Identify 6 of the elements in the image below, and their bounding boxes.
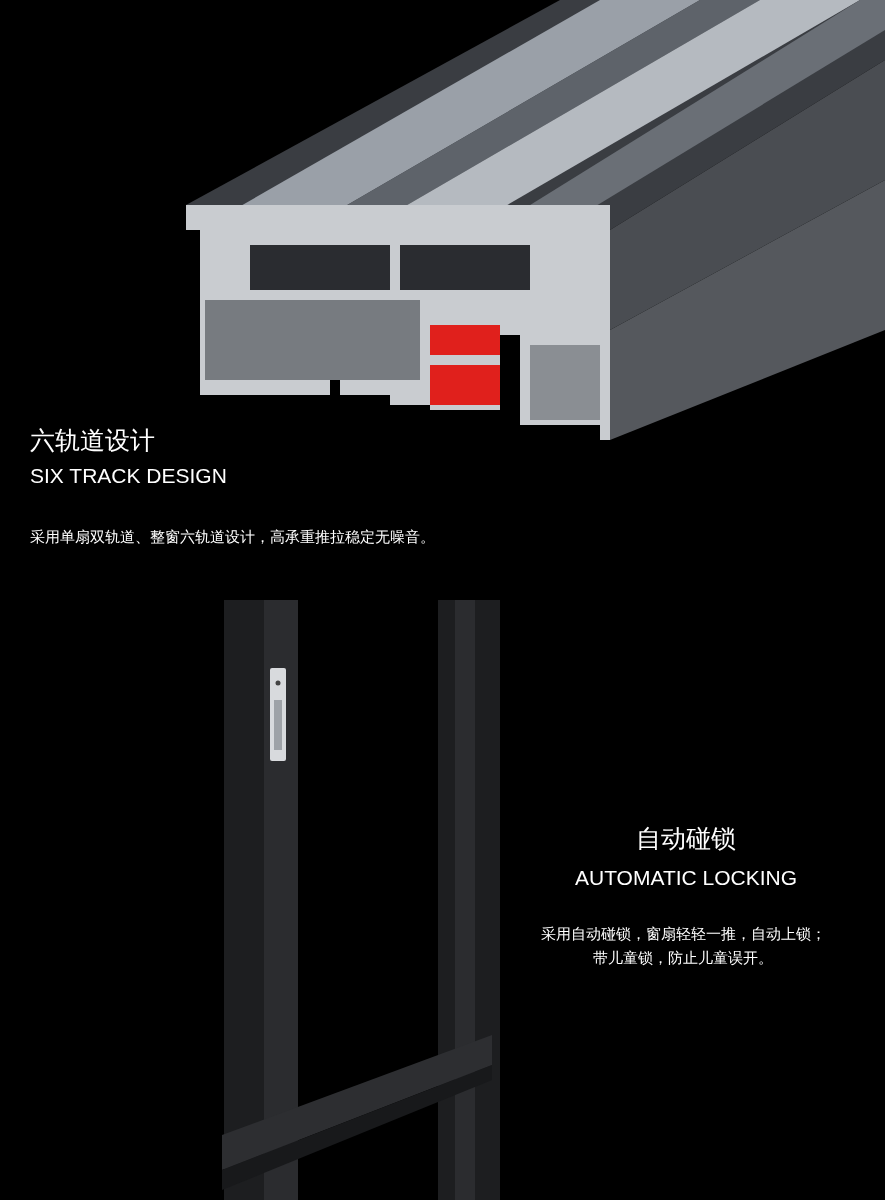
section-heading: 六轨道设计 (30, 425, 155, 457)
section-subheading: SIX TRACK DESIGN (30, 464, 227, 488)
section-subheading: AUTOMATIC LOCKING (575, 866, 798, 890)
description-text: 采用单扇双轨道、整窗六轨道设计，高承重推拉稳定无噪音。 (30, 528, 435, 547)
description-text: 采用自动碰锁，窗扇轻轻一推，自动上锁；带儿童锁，防止儿童误开。 (539, 924, 827, 969)
section-heading: 自动碰锁 (636, 823, 736, 855)
